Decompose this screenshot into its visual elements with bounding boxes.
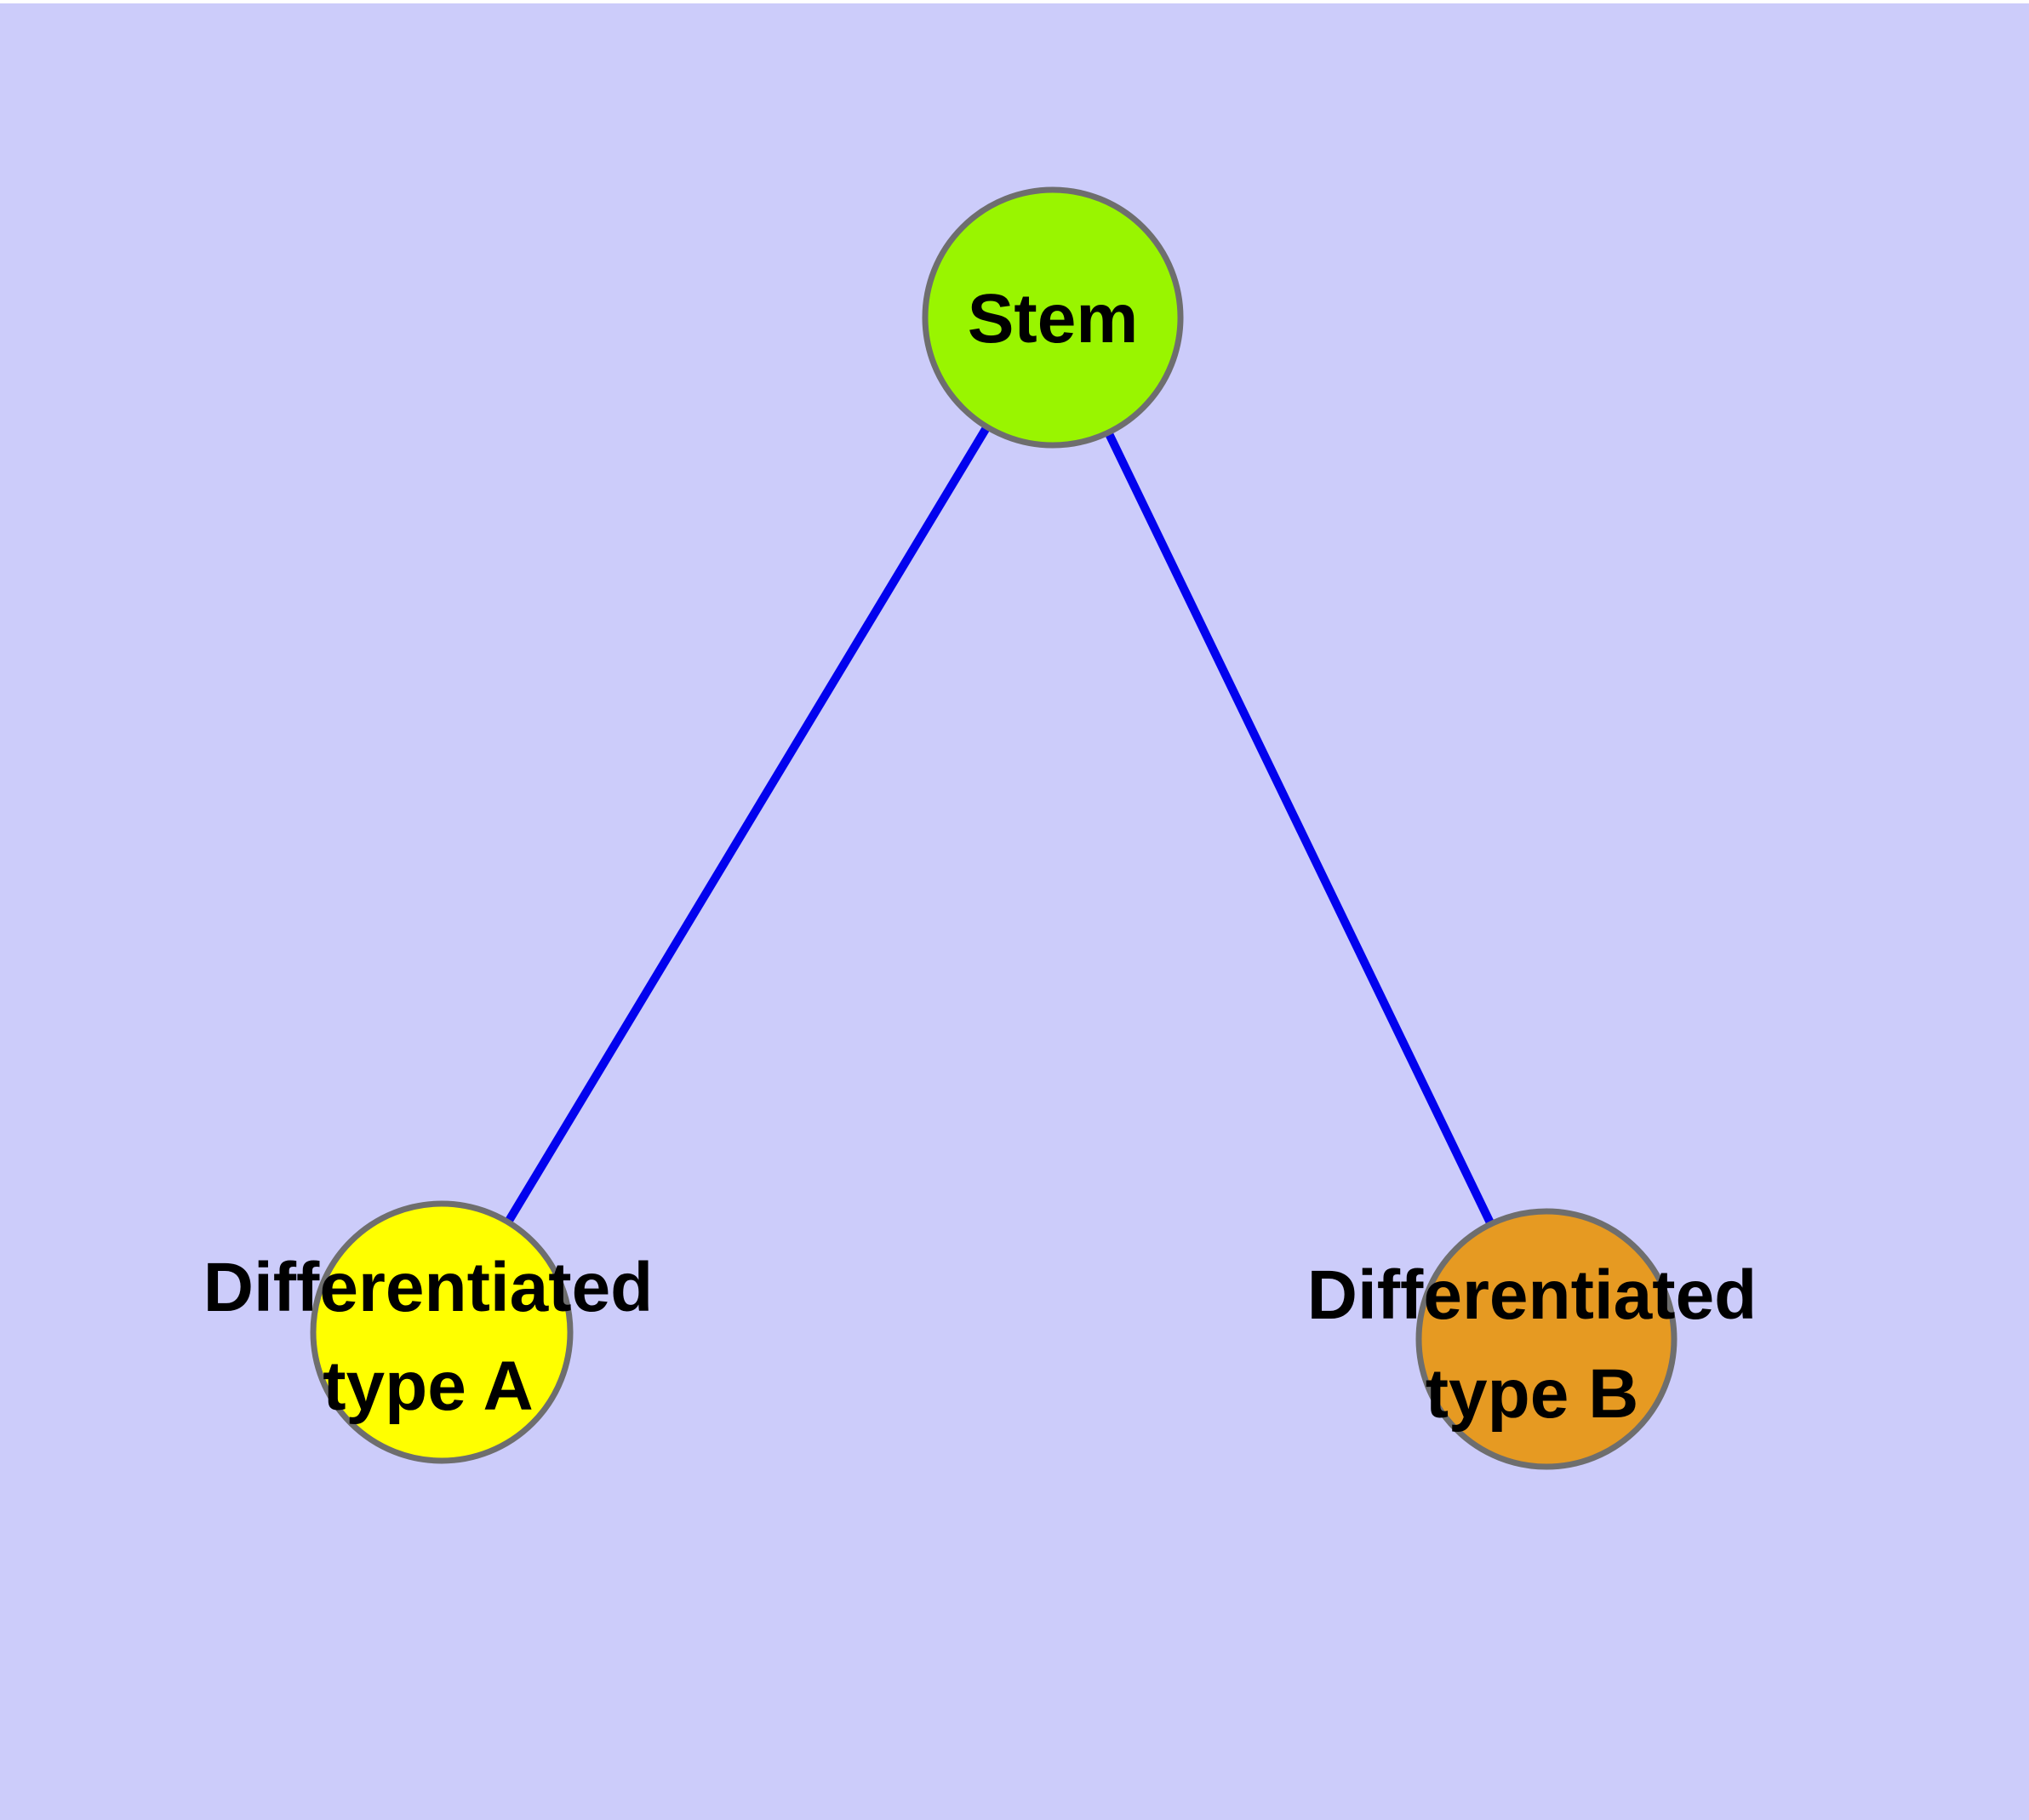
node-label-type-b-line2: type B bbox=[1425, 1355, 1639, 1433]
node-label-type-b-line1: Differentiated bbox=[1306, 1256, 1758, 1334]
node-label-type-a-line2: type A bbox=[323, 1348, 534, 1425]
node-stem bbox=[922, 186, 1184, 449]
node-label-differentiated-type-b: Differentiated type B bbox=[1307, 1246, 1758, 1444]
node-differentiated-type-a bbox=[310, 1200, 574, 1464]
top-border bbox=[0, 0, 2029, 3]
node-differentiated-type-b bbox=[1415, 1208, 1677, 1470]
edge-stem-typeA bbox=[437, 315, 1057, 1335]
node-label-stem: Stem bbox=[968, 270, 1139, 369]
node-label-type-a-line1: Differentiated bbox=[203, 1249, 654, 1326]
edge-stem-typeB bbox=[1049, 315, 1551, 1342]
node-label-stem-text: Stem bbox=[967, 280, 1139, 358]
node-label-differentiated-type-a: Differentiated type A bbox=[203, 1239, 654, 1436]
